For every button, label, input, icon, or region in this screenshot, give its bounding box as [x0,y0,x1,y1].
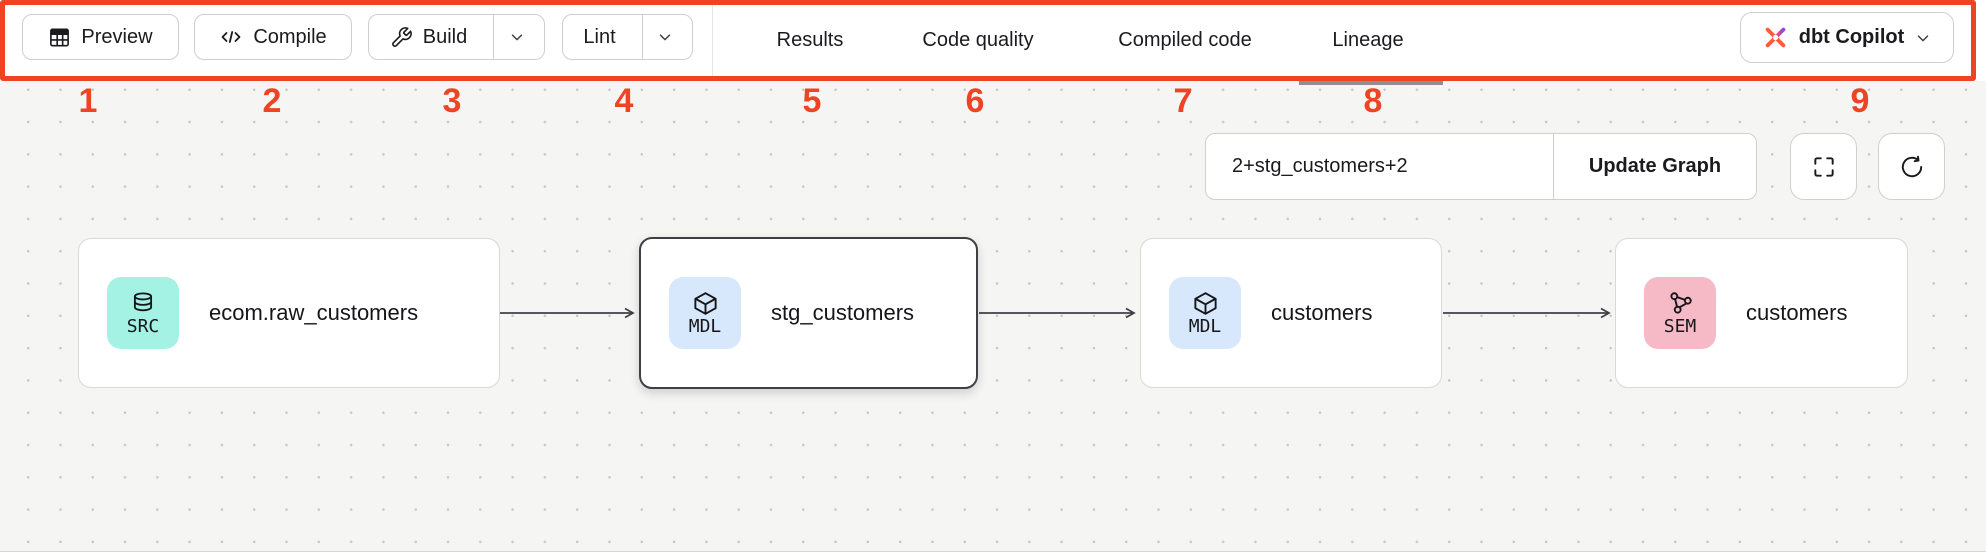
annotation-number: 1 [78,82,98,120]
fullscreen-icon [1813,156,1834,177]
tab-lineage[interactable]: Lineage [1332,0,1403,81]
update-graph-button[interactable]: Update Graph [1553,134,1756,199]
tab-label: Compiled code [1118,29,1252,51]
badge-code: SRC [126,315,160,337]
database-icon [133,291,153,311]
build-label: Build [422,25,468,48]
annotation-number: 2 [262,82,282,120]
fullscreen-button[interactable] [1790,133,1857,200]
annotation-number: 5 [802,82,822,120]
wrench-icon [391,26,412,47]
chevron-down-icon [511,34,522,41]
tab-label: Lineage [1332,29,1404,51]
preview-label: Preview [81,25,153,48]
model-badge: MDL [669,277,741,349]
badge-code: SEM [1663,316,1697,337]
build-button[interactable]: Build [374,15,483,59]
dbt-copilot-button[interactable]: dbt Copilot [1740,12,1954,63]
source-badge: SRC [107,277,179,349]
compile-label: Compile [253,25,327,48]
lint-dropdown-button[interactable] [641,15,688,59]
annotation-number: 4 [614,82,634,120]
node-label: ecom.raw_customers [209,300,419,325]
node-label: customers [1271,300,1373,325]
build-dropdown-button[interactable] [493,15,539,59]
annotation-number: 6 [965,82,985,120]
code-icon [221,31,241,43]
annotation-number: 8 [1363,82,1383,120]
annotation-number: 9 [1850,82,1870,120]
refresh-button[interactable] [1878,133,1945,200]
node-label: stg_customers [771,300,915,325]
lineage-node-customers-model[interactable]: MDL customers [1140,238,1442,388]
semantic-model-badge: SEM [1644,277,1716,349]
table-icon [50,28,70,46]
tab-results[interactable]: Results [777,0,844,81]
tab-code-quality[interactable]: Code quality [922,0,1033,81]
editor-toolbar: Preview Compile Build [0,0,1986,81]
chevron-down-icon [659,34,671,41]
build-split-button: Build [368,14,545,60]
active-tab-indicator [1299,80,1443,85]
chevron-down-icon [1918,34,1929,41]
lineage-node-customers-semantic[interactable]: SEM customers [1615,238,1908,388]
compile-button[interactable]: Compile [194,14,352,60]
tab-label: Results [776,29,844,51]
lint-button[interactable]: Lint [567,15,631,59]
semantic-model-icon [1669,292,1692,314]
lint-label: Lint [583,25,616,48]
preview-button[interactable]: Preview [22,14,179,60]
badge-code: MDL [1188,316,1222,337]
model-selector-group: Update Graph [1205,133,1757,200]
annotation-number: 3 [442,82,462,120]
tab-compiled-code[interactable]: Compiled code [1118,0,1251,81]
model-badge: MDL [1169,277,1241,349]
model-selector-input[interactable] [1206,134,1553,199]
node-label: customers [1746,300,1848,325]
lineage-node-stg-customers[interactable]: MDL stg_customers [639,237,978,389]
cube-icon [1193,292,1217,315]
badge-code: MDL [688,316,722,337]
dbt-logo-icon [1765,27,1786,48]
lineage-node-ecom-raw-customers[interactable]: SRC ecom.raw_customers [78,238,500,388]
cube-icon [693,292,717,315]
toolbar-divider [712,5,713,76]
tab-label: Code quality [922,29,1034,51]
annotation-number: 7 [1173,82,1193,120]
lint-split-button: Lint [562,14,693,60]
refresh-icon [1901,155,1922,177]
copilot-label: dbt Copilot [1798,26,1905,48]
